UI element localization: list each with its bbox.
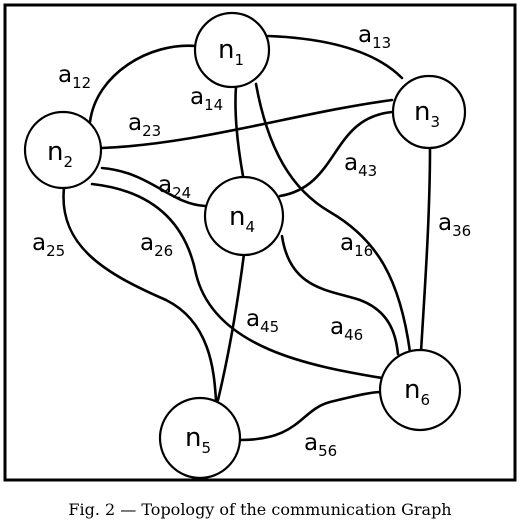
edge-label-a26: a26 [140,230,173,260]
edge-a45 [216,252,246,402]
edge-label-a23: a23 [128,110,161,140]
node-label-base: n [404,375,420,405]
svg-text:n5: n5 [185,423,211,457]
svg-text:n3: n3 [414,97,440,131]
node-label-base: n [185,423,201,453]
node-label-sub: 5 [201,439,211,457]
edge-a25 [62,186,218,402]
node-label-sub: 3 [430,113,440,131]
diagram-frame [3,3,517,482]
edge-label-a43: a43 [344,150,377,180]
edge-a14 [234,84,245,178]
edge-a26 [90,182,384,380]
svg-text:n6: n6 [404,375,430,409]
edge-a23 [100,98,394,150]
node-circle [23,110,103,190]
node-n3: n3 [391,74,467,150]
figure-caption: Fig. 2 — Topology of the communication G… [68,500,451,519]
edge-label-a25: a25 [32,230,65,260]
node-n1: n1 [193,11,271,89]
node-label-sub: 4 [245,218,255,236]
edge-a13 [266,34,404,80]
edge-label-a36: a36 [438,210,471,240]
edge-label-a56: a56 [304,430,337,460]
node-label-base: n [229,202,245,232]
edge-a12 [88,44,198,124]
edge-a43 [278,110,394,198]
node-circle [378,348,462,432]
svg-text:n4: n4 [229,202,255,236]
node-circle [193,11,271,89]
edge-label-a13: a13 [358,22,391,52]
edge-label-a14: a14 [190,84,223,114]
svg-text:n1: n1 [218,35,244,69]
edge-label-a24: a24 [158,172,191,202]
edge-a36 [419,146,432,354]
node-n4: n4 [203,175,285,257]
svg-text:n2: n2 [47,137,73,171]
edge-labels: a12 a13 a14 a16 a23 a24 a25 a26 a36 a43 … [32,22,471,460]
node-circle [158,396,242,480]
edge-label-a16: a16 [340,230,373,260]
node-label-sub: 6 [420,391,430,409]
edge-label-a45: a45 [246,306,279,336]
edge-label-a46: a46 [330,314,363,344]
node-label-sub: 2 [63,153,73,171]
edge-a56 [238,390,384,442]
node-n5: n5 [158,396,242,480]
edges [62,34,432,442]
node-circle [391,74,467,150]
node-circle [203,175,285,257]
edge-a46 [280,234,400,356]
edge-a24 [100,166,207,208]
node-label-base: n [218,35,234,65]
node-label-base: n [414,97,430,127]
node-label-base: n [47,137,63,167]
node-n2: n2 [23,110,103,190]
edge-label-a12: a12 [58,62,91,92]
edge-a16 [254,82,412,354]
node-label-sub: 1 [234,51,244,69]
node-n6: n6 [378,348,462,432]
